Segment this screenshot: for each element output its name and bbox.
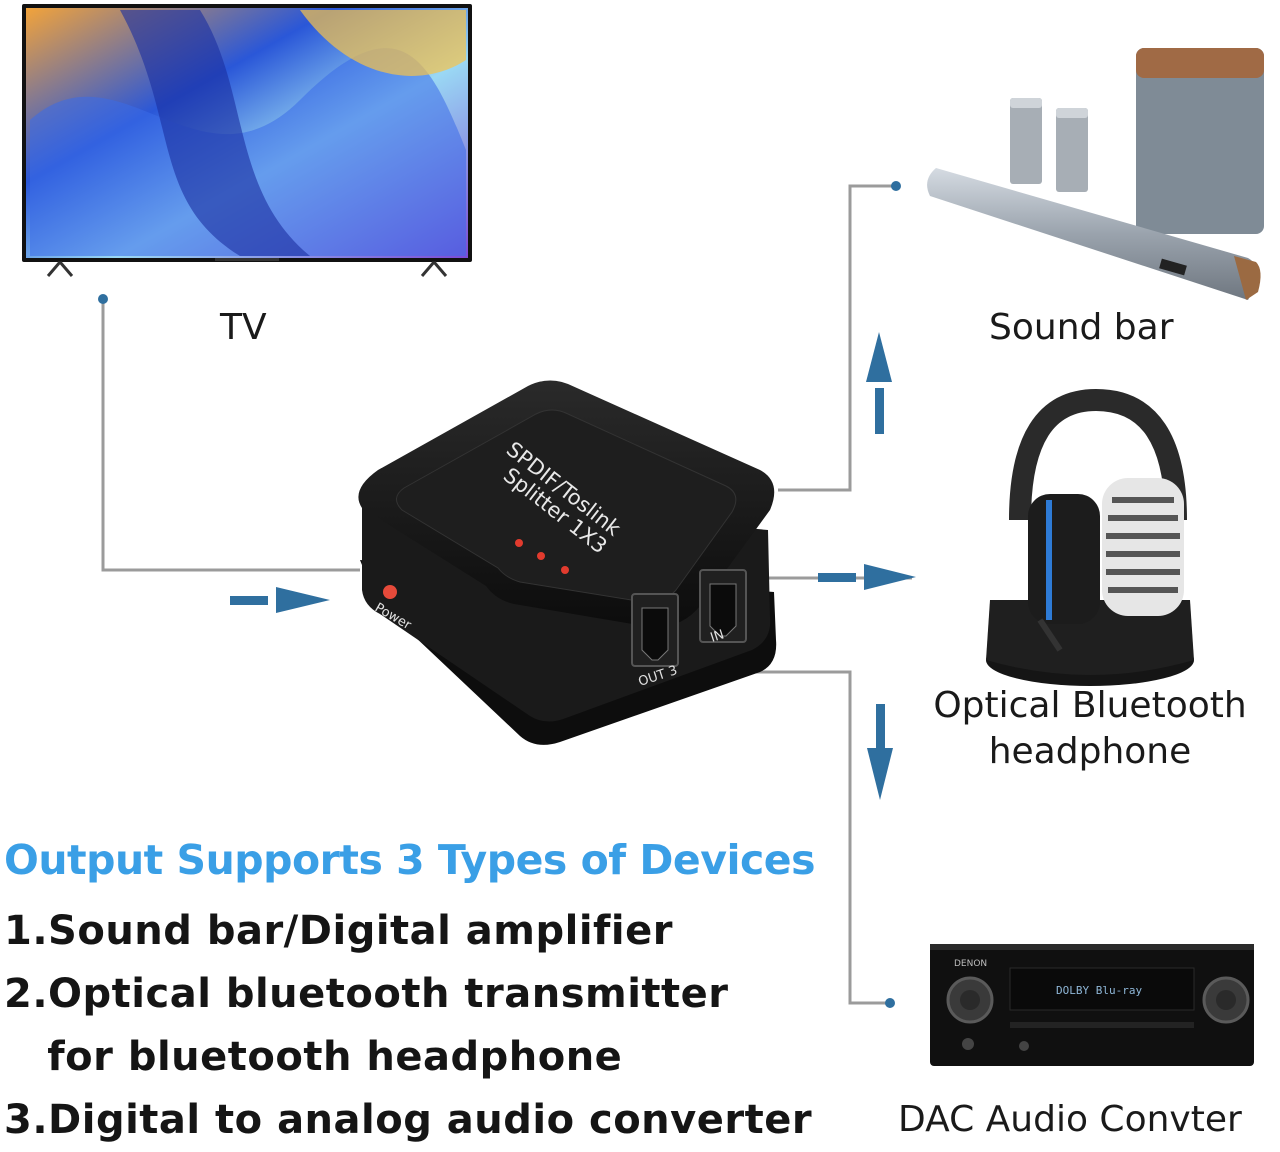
connector-lines (101, 184, 912, 1005)
receiver-icon (930, 944, 1254, 1066)
headline: Output Supports 3 Types of Devices (4, 836, 816, 884)
tv-label: TV (220, 307, 267, 348)
sound-bar-label: Sound bar (989, 307, 1174, 348)
headphone-icon (986, 388, 1194, 686)
list-item: 2.Optical bluetooth transmitter (4, 971, 729, 1017)
dac-label: DAC Audio Convter (898, 1099, 1242, 1140)
splitter-device-icon (358, 380, 777, 745)
receiver-display: DOLBY Blu-ray (1056, 984, 1142, 997)
list-item: 3.Digital to analog audio converter (4, 1097, 813, 1143)
sound-bar-icon (927, 48, 1264, 300)
headphone-label-line1: Optical Bluetooth (933, 685, 1247, 726)
list-item: 1.Sound bar/Digital amplifier (4, 908, 673, 954)
tv-icon (22, 4, 472, 277)
connector-dots (98, 181, 901, 1008)
receiver-brand: DENON (954, 959, 987, 969)
list-item: for bluetooth headphone (4, 1034, 623, 1080)
headphone-label-line2: headphone (988, 731, 1192, 772)
arrow-right-icon (818, 564, 916, 590)
arrow-down-icon (867, 704, 893, 800)
in-port-label: IN (709, 627, 727, 645)
arrow-up-icon (866, 332, 892, 434)
arrow-in-icon (230, 587, 330, 613)
